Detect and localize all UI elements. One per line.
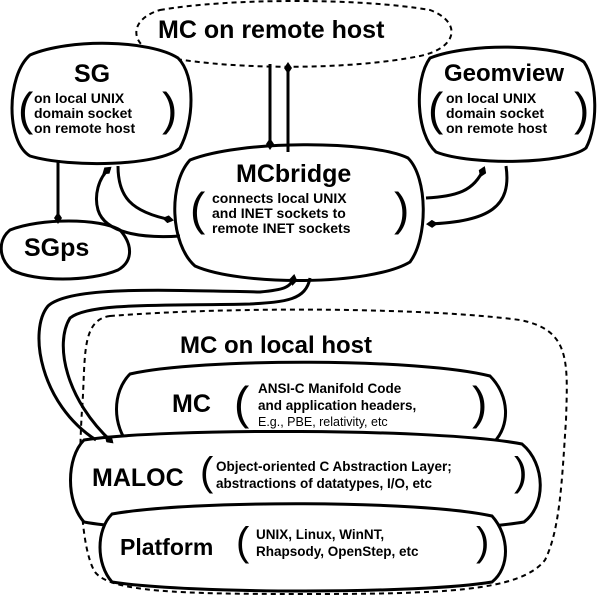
sgps-title: SGps [24,234,90,262]
mcbridge-line: and INET sockets to [212,205,346,221]
sg-open-paren: ( [18,83,34,135]
mcbridge-close-paren: ) [394,183,410,235]
mc-open-paren: ( [234,377,250,429]
maloc-close-paren: ) [514,450,528,494]
connectors [37,62,509,444]
mc-title: MC [172,390,211,418]
mc-line: and application headers, [258,398,417,413]
sg-line: on remote host [34,120,136,136]
mcbridge-line: remote INET sockets [212,220,351,236]
mcbridge-open-paren: ( [190,183,206,235]
maloc-description: Object-oriented C Abstraction Layer; abs… [216,458,452,492]
local-host-label: MC on local host [180,332,372,359]
geomview-blob [417,45,597,163]
bridge-to-sg [95,166,181,239]
bridge-to-geomview [425,166,487,200]
geomview-open-paren: ( [428,83,444,135]
mc-line: ANSI-C Manifold Code [258,381,402,396]
maloc-title: MALOC [92,464,184,492]
sg-description: on local UNIX domain socket on remote ho… [34,91,135,136]
mcbridge-line: connects local UNIX [212,190,347,206]
platform-title: Platform [120,534,214,560]
sg-to-bridge [116,165,174,224]
sgps-blob [0,219,131,281]
geomview-line: domain socket [446,105,545,121]
platform-blob [98,502,507,593]
platform-line: UNIX, Linux, WinNT, [256,527,385,542]
bridge-to-maloc [61,277,312,444]
platform-line: Rhapsody, OpenStep, etc [256,544,419,559]
geomview-line: on remote host [446,120,548,136]
geomview-title: Geomview [444,60,565,87]
maloc-line: Object-oriented C Abstraction Layer; [216,459,452,474]
mc-line: E.g., PBE, relativity, etc [258,415,388,429]
mc-close-paren: ) [472,377,488,429]
platform-description: UNIX, Linux, WinNT, Rhapsody, OpenStep, … [256,526,419,560]
sg-line: on local UNIX [34,90,125,106]
mcbridge-description: connects local UNIX and INET sockets to … [212,191,351,236]
maloc-open-paren: ( [200,450,214,494]
geomview-to-bridge [426,165,509,228]
platform-open-paren: ( [236,520,250,564]
sg-title: SG [74,60,111,88]
sg-line: domain socket [34,105,133,121]
sg-close-paren: ) [162,83,178,135]
sg-blob [10,41,193,166]
remote-host-label: MC on remote host [158,16,385,44]
mcbridge-blob [173,143,425,282]
geomview-close-paren: ) [574,83,590,135]
geomview-line: on local UNIX [446,90,537,106]
platform-close-paren: ) [476,520,490,564]
mc-description: ANSI-C Manifold Code and application hea… [258,380,416,431]
geomview-description: on local UNIX domain socket on remote ho… [446,91,547,136]
mcbridge-title: MCbridge [236,160,352,188]
maloc-to-bridge [37,274,298,442]
maloc-line: abstractions of datatypes, I/O, etc [216,476,433,491]
